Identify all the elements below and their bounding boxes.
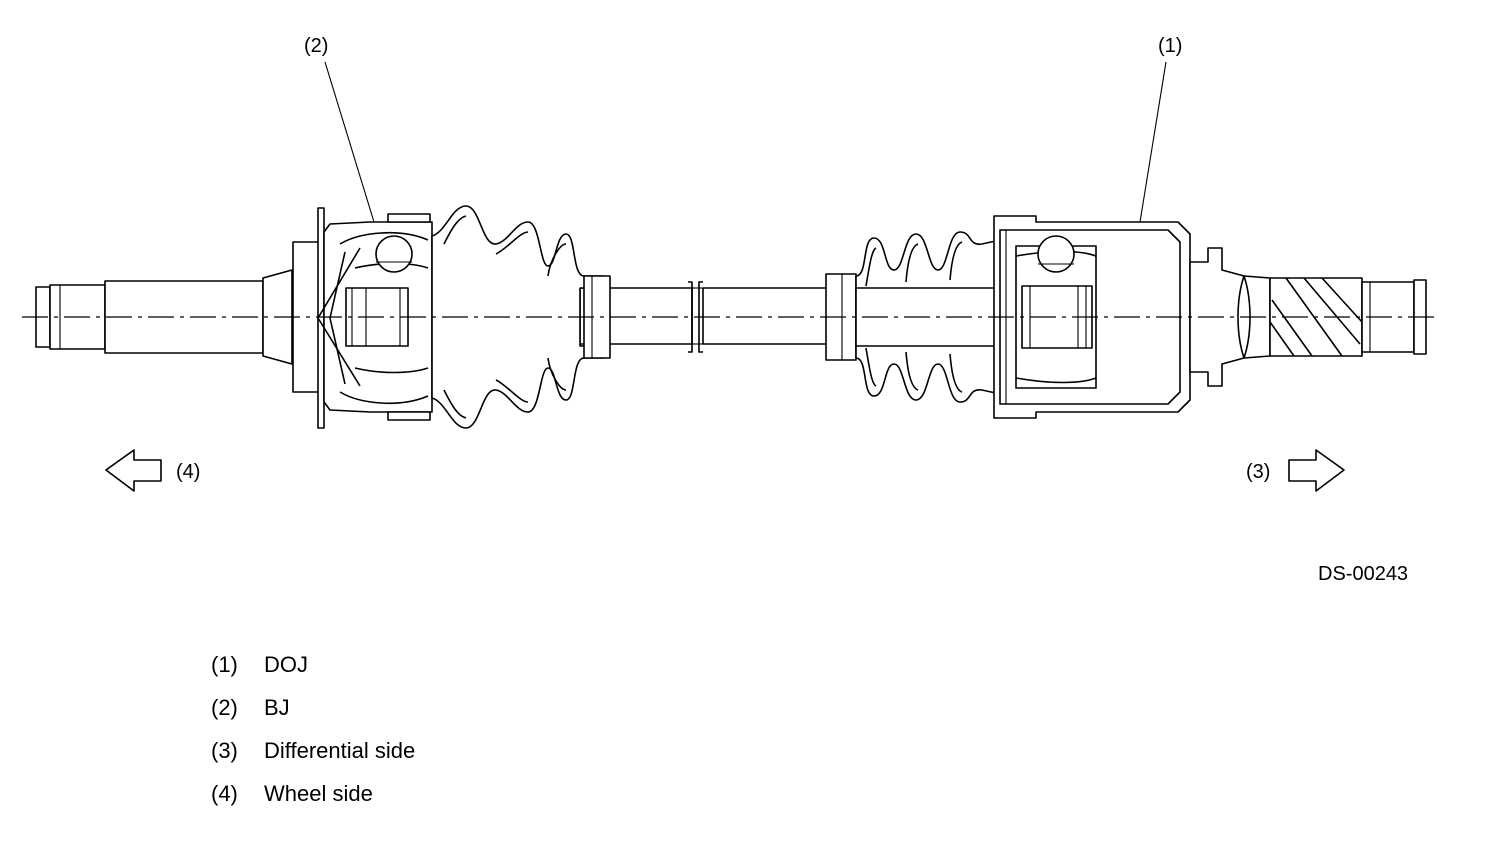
drive-shaft-drawing: [22, 61, 1440, 492]
callout-wheel-side: (4): [176, 461, 201, 483]
legend-item-differential-side: (3) Differential side: [211, 738, 415, 781]
legend-item-doj: (1) DOJ: [211, 652, 415, 695]
legend-text: BJ: [264, 695, 290, 720]
drive-shaft-diagram: (2) (1) (4) (3): [22, 35, 1440, 492]
legend-number: (3): [211, 738, 238, 763]
callout-bj: (2): [304, 35, 329, 57]
callout-differential-side: (3): [1246, 461, 1271, 483]
legend: (1) DOJ (2) BJ (3) Differential side (4)…: [211, 652, 415, 824]
bj-leader-line: [324, 61, 375, 223]
doj-leader-line: [1139, 61, 1167, 223]
legend-number: (2): [211, 695, 238, 720]
differential-side-arrow-icon: [1288, 449, 1345, 492]
legend-text: DOJ: [264, 652, 308, 677]
legend-text: Wheel side: [264, 781, 373, 806]
legend-number: (1): [211, 652, 238, 677]
legend-item-bj: (2) BJ: [211, 695, 415, 738]
bj-joint: [292, 207, 433, 429]
legend-number: (4): [211, 781, 238, 806]
callout-doj: (1): [1158, 35, 1183, 57]
legend-text: Differential side: [264, 738, 416, 763]
legend-item-wheel-side: (4) Wheel side: [211, 781, 415, 824]
figure-code: DS-00243: [1318, 563, 1409, 585]
wheel-side-arrow-icon: [105, 449, 162, 492]
